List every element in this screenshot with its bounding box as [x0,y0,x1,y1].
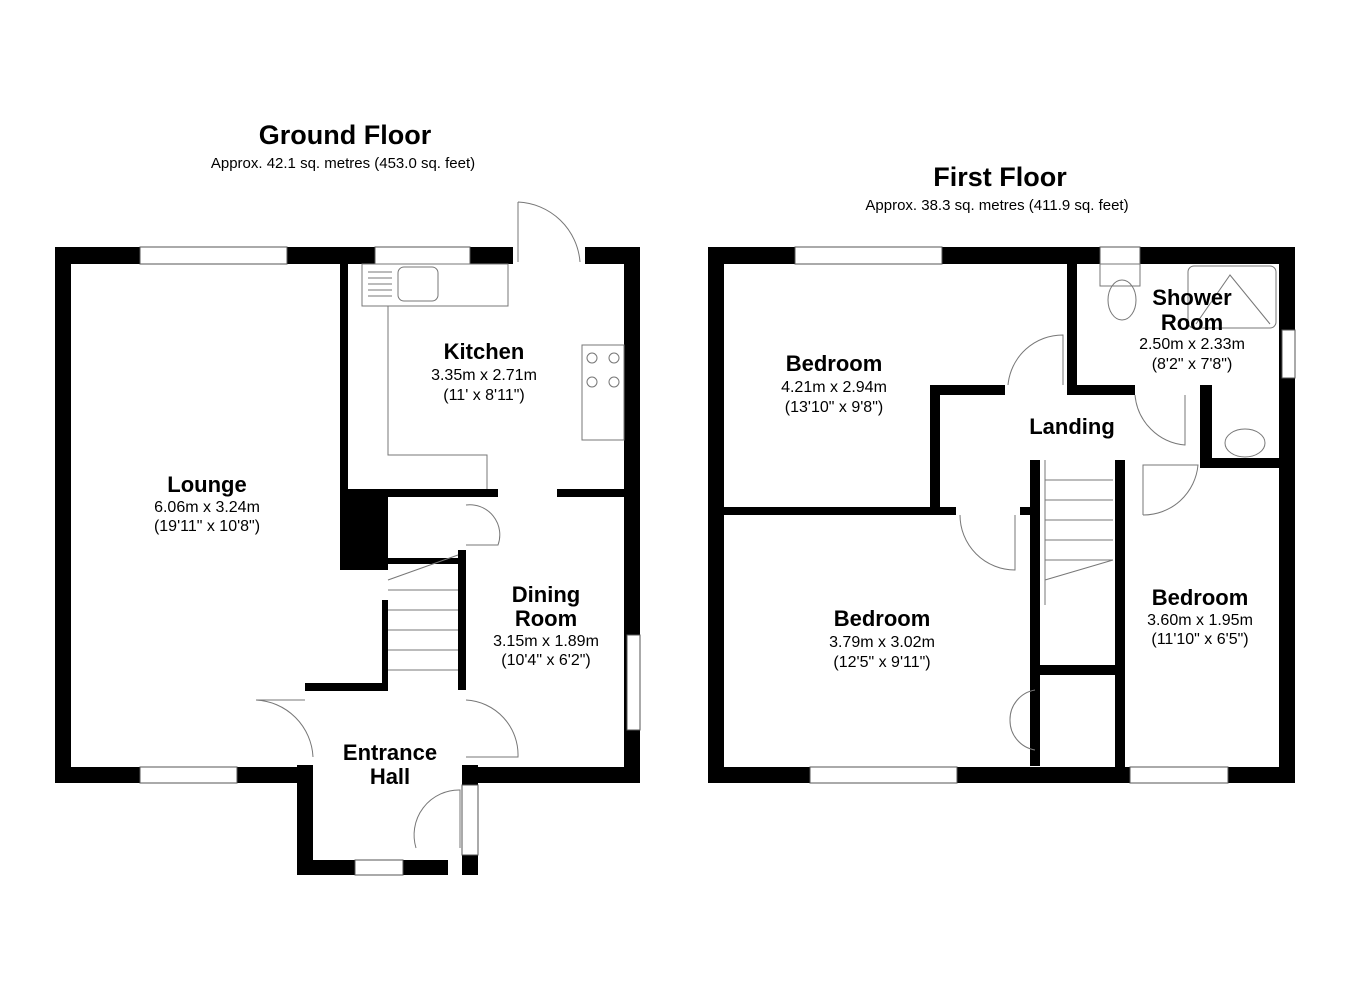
ground-floor-plan: Ground Floor Approx. 42.1 sq. metres (45… [55,120,641,876]
room-bedroom-2-name: Bedroom [834,606,931,631]
room-bedroom-3-metric: 3.60m x 1.95m [1147,612,1253,629]
room-kitchen-name: Kitchen [444,339,525,364]
room-shower-name: Shower [1152,285,1232,310]
first-floor-plan: First Floor Approx. 38.3 sq. metres (411… [708,162,1296,784]
room-entrance-name: Entrance [343,740,437,765]
room-shower-metric: 2.50m x 2.33m [1139,336,1245,353]
room-kitchen-imperial: (11' x 8'11") [443,387,524,404]
first-floor-title: First Floor [933,162,1067,192]
room-shower-name2: Room [1161,310,1223,335]
room-kitchen-metric: 3.35m x 2.71m [431,367,537,384]
room-lounge-metric: 6.06m x 3.24m [154,499,260,516]
room-bedroom-1-imperial: (13'10" x 9'8") [785,399,883,416]
ground-floor-windows [139,246,641,876]
room-entrance-name2: Hall [370,764,410,789]
room-dining-name: Dining [512,582,580,607]
room-landing-name: Landing [1029,414,1115,439]
room-bedroom-2-metric: 3.79m x 3.02m [829,634,935,651]
room-dining-name2: Room [515,606,577,631]
ground-floor-fixtures [255,201,625,849]
first-floor-windows [794,246,1296,784]
first-floor-fixtures [959,263,1277,751]
room-dining-imperial: (10'4" x 6'2") [501,652,591,669]
ground-floor-area: Approx. 42.1 sq. metres (453.0 sq. feet) [211,155,475,172]
room-bedroom-3-imperial: (11'10" x 6'5") [1151,631,1248,648]
room-lounge-imperial: (19'11" x 10'8") [154,518,260,535]
room-lounge-name: Lounge [167,472,246,497]
first-floor-area: Approx. 38.3 sq. metres (411.9 sq. feet) [865,197,1128,214]
room-dining-metric: 3.15m x 1.89m [493,633,599,650]
ground-floor-title: Ground Floor [259,120,432,150]
room-bedroom-1-metric: 4.21m x 2.94m [781,379,887,396]
room-shower-imperial: (8'2" x 7'8") [1152,356,1233,373]
room-bedroom-2-imperial: (12'5" x 9'11") [833,654,930,671]
room-bedroom-1-name: Bedroom [786,351,883,376]
room-bedroom-3-name: Bedroom [1152,585,1249,610]
